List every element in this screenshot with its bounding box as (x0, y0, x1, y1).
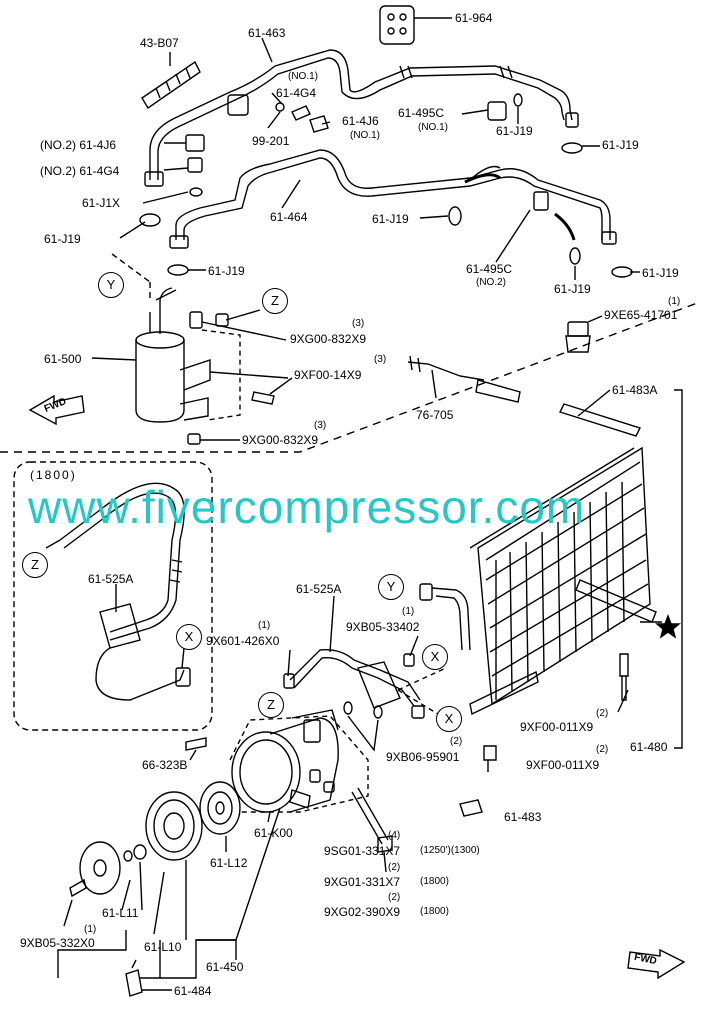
label-9xe65-41701: 9XE65-41701 (604, 308, 678, 322)
label-9xf00-qty: (3) (374, 354, 387, 365)
label-9xg01-qty: (2) (388, 862, 401, 873)
label-9xg01-note: (1800) (420, 876, 449, 887)
clutch-parts-drawing (69, 781, 241, 898)
label-9xf00-011-b-qty: (2) (596, 744, 609, 755)
callout-y-top: Y (98, 272, 124, 298)
label-61-463: 61-463 (248, 26, 286, 40)
label-61-964: 61-964 (455, 11, 493, 25)
label-66-323b: 66-323B (142, 758, 188, 772)
label-61-464: 61-464 (270, 210, 308, 224)
callout-x-main-lower: X (436, 706, 462, 732)
label-61-495c-no2: 61-495C (466, 262, 513, 276)
hose-61-463-drawing (144, 49, 579, 187)
label-61-j19-e: 61-J19 (208, 264, 245, 278)
label-no1-b: (NO.1) (350, 130, 380, 141)
inset-1800-label: (1800) (30, 468, 77, 482)
inset-hose-drawing (59, 482, 191, 701)
label-9xb05-332-qty: (1) (84, 924, 97, 935)
part-76-705-drawing (407, 355, 521, 403)
part-61-964-drawing (379, 5, 415, 45)
condenser-61-483a-drawing (469, 403, 657, 716)
label-61-480: 61-480 (630, 740, 668, 754)
label-61-525a: 61-525A (296, 582, 342, 596)
part-43-b07-drawing (141, 60, 201, 110)
label-61-j19-a: 61-J19 (44, 232, 81, 246)
label-61-l12: 61-L12 (210, 856, 248, 870)
label-61-j19-c: 61-J19 (602, 138, 639, 152)
label-9xg00-832x9-b: 9XG00-832X9 (242, 433, 319, 447)
label-61-495c-no1: 61-495C (398, 106, 445, 120)
pipe-61-464-drawing (167, 149, 633, 278)
receiver-drier-61-500-drawing (135, 287, 275, 445)
label-61-4g4-no1: 61-4G4 (276, 86, 317, 100)
label-9xf00-011-a-qty: (2) (596, 708, 609, 719)
callout-z-main: Z (258, 692, 284, 718)
label-99-201: 99-201 (252, 134, 290, 148)
fwd-arrow-top-drawing (28, 394, 85, 426)
label-9x601-426x0: 9X601-426X0 (206, 634, 280, 648)
label-9xf00-011x9-b: 9XF00-011X9 (526, 758, 600, 772)
label-9sg01-note: (1250')(1300) (420, 845, 480, 856)
label-9xg02-qty: (2) (388, 892, 401, 903)
label-61-450: 61-450 (206, 960, 244, 974)
label-43-b07: 43-B07 (140, 36, 179, 50)
label-9xb06-95901: 9XB06-95901 (386, 750, 460, 764)
label-9xg01-331x7: 9XG01-331X7 (324, 875, 401, 889)
label-9xb06-qty: (2) (450, 736, 463, 747)
label-61-4j6-no1: 61-4J6 (342, 114, 379, 128)
label-61-4g4-no2: (NO.2) 61-4G4 (40, 164, 120, 178)
label-61-495c-no2-qty: (NO.2) (476, 277, 506, 288)
pipe-61-525a-drawing (283, 649, 425, 719)
fwd-arrow-bottom-drawing (627, 948, 686, 980)
label-9x601-qty: (1) (258, 620, 271, 631)
label-9xb05-qty: (1) (402, 606, 415, 617)
label-9xg00-a-qty: (3) (352, 318, 365, 329)
label-61-j19-g: 61-J19 (642, 266, 679, 280)
label-76-705: 76-705 (416, 408, 454, 422)
compressor-61-k00-drawing (231, 709, 339, 813)
label-61-j19-d: 61-J19 (372, 212, 409, 226)
label-61-l11: 61-L11 (102, 906, 139, 920)
label-61-483: 61-483 (504, 810, 542, 824)
label-61-k00: 61-K00 (254, 826, 293, 840)
callout-y-main: Y (378, 574, 404, 600)
label-61-484: 61-484 (174, 984, 212, 998)
label-61-j19-f: 61-J19 (554, 282, 591, 296)
label-9sg01-qty: (4) (388, 830, 401, 841)
label-9sg01-331x7: 9SG01-331X7 (324, 844, 401, 858)
label-9xf00-14x9: 9XF00-14X9 (294, 368, 362, 382)
label-61-495c-no1-qty: (NO.1) (418, 122, 448, 133)
label-61-483a: 61-483A (612, 383, 658, 397)
label-61-j19-b: 61-J19 (496, 124, 533, 138)
label-61-l10: 61-L10 (144, 940, 182, 954)
label-9xg00-832x9-a: 9XG00-832X9 (290, 332, 367, 346)
label-9xb05-33402: 9XB05-33402 (346, 620, 420, 634)
label-61-j1x: 61-J1X (82, 196, 121, 210)
label-9xe65-qty: (1) (668, 296, 681, 307)
label-9xb05-332x0: 9XB05-332X0 (20, 936, 95, 950)
label-9xg02-390x9: 9XG02-390X9 (324, 905, 401, 919)
callout-x-inset: X (176, 624, 202, 650)
watermark-text: www.fivercompressor.com (28, 481, 586, 533)
part-9xe65-drawing (565, 321, 591, 353)
label-9xg02-note: (1800) (420, 906, 449, 917)
label-61-500: 61-500 (44, 352, 82, 366)
callout-z-top: Z (262, 288, 288, 314)
callout-x-main-upper: X (422, 644, 448, 670)
label-no1-a: (NO.1) (288, 71, 318, 82)
callout-z-inset: Z (22, 552, 48, 578)
label-9xg00-b-qty: (3) (314, 420, 327, 431)
label-61-525a-inset: 61-525A (88, 572, 134, 586)
label-9xf00-011x9-a: 9XF00-011X9 (520, 720, 594, 734)
label-61-4j6-no2: (NO.2) 61-4J6 (40, 138, 117, 152)
